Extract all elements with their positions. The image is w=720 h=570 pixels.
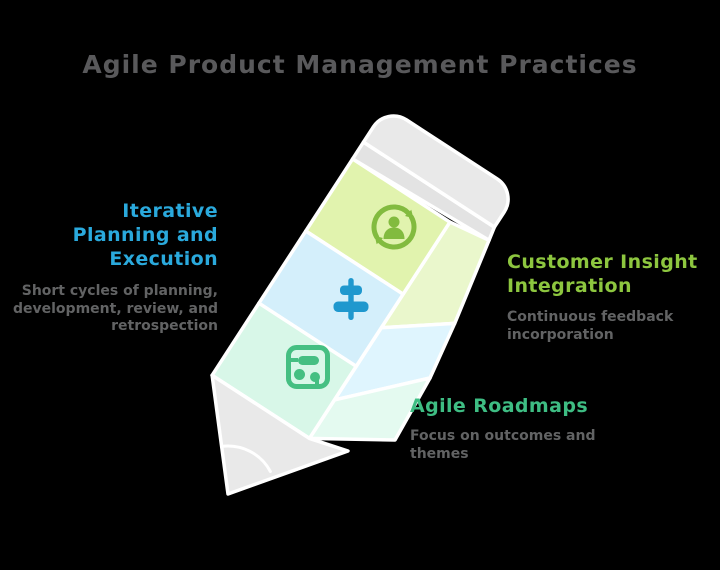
- align-center-icon: [333, 278, 369, 320]
- section-agile-roadmaps: Agile Roadmaps Focus on outcomes and the…: [410, 394, 650, 463]
- page-title: Agile Product Management Practices: [82, 50, 638, 79]
- section-heading-agile-roadmaps: Agile Roadmaps: [410, 395, 589, 417]
- section-iterative-planning: Iterative Planning and Execution Short c…: [0, 199, 218, 336]
- section-heading-iterative-planning: Iterative Planning and Execution: [72, 200, 218, 270]
- section-customer-insight: Customer Insight Integration Continuous …: [507, 250, 717, 344]
- pencil-eraser-cap: [361, 114, 510, 229]
- pencil-tip-cone: [210, 373, 350, 496]
- roadmap-grid-icon: [286, 345, 330, 389]
- section-body-customer-insight: Continuous feedback incorporation: [507, 309, 674, 343]
- pencil-front-facets: [210, 157, 452, 441]
- section-body-iterative-planning: Short cycles of planning, development, r…: [13, 283, 218, 334]
- sync-user-icon: [371, 204, 417, 250]
- pencil-tip: [210, 373, 350, 496]
- section-heading-customer-insight: Customer Insight Integration: [507, 251, 698, 297]
- pencil-tip-arc: [220, 444, 272, 473]
- section-body-agile-roadmaps: Focus on outcomes and themes: [410, 428, 596, 462]
